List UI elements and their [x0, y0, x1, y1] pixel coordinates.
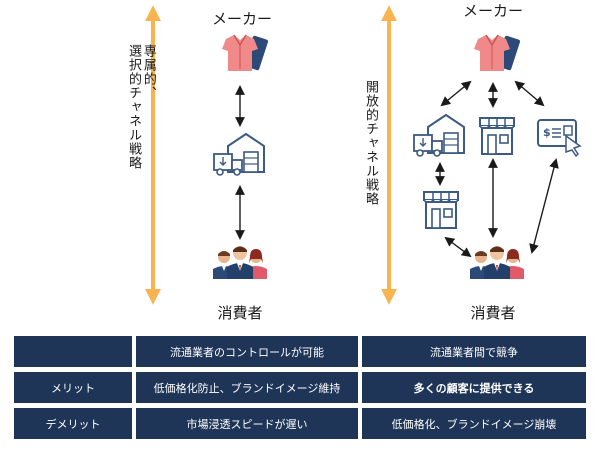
table-row: 流通業者のコントロールが可能 流通業者間で競争 [14, 336, 586, 367]
right-payment-terminal-icon [537, 119, 581, 157]
right-consumer-label: 消費者 [470, 304, 515, 322]
right-strategy-cell: 多くの顧客に提供できる [362, 372, 586, 403]
left-clothing-icon [221, 34, 270, 72]
left-vertical-label: 専属的、 選択的チャネル戦略 [125, 44, 156, 264]
right-maker-warehouse-arrow [440, 80, 472, 107]
right-maker-label: メーカー [463, 2, 523, 20]
left-strategy-cell: 市場浸透スピードが遅い [136, 408, 358, 439]
right-clothing-icon [473, 34, 522, 72]
table-row: デメリット 市場浸透スピードが遅い 低価格化、ブランドイメージ崩壊 [14, 408, 586, 439]
right-lowerstore-consumer-arrow [444, 236, 472, 258]
channel-strategy-diagram: $ メーカー 消費者 [145, 2, 581, 322]
row-header-cell: メリット [14, 372, 132, 403]
left-vertical-label-line1: 専属的、 [140, 44, 156, 100]
right-lower-storefront-icon [423, 191, 459, 229]
right-people-group-icon [470, 246, 524, 279]
left-maker-label: メーカー [212, 10, 272, 28]
left-warehouse-truck-icon [213, 133, 265, 176]
right-vertical-label-text: 開放的チャネル戦略 [362, 80, 378, 206]
right-payment-consumer-arrow [529, 158, 559, 254]
right-vertical-label: 開放的チャネル戦略 [362, 80, 378, 240]
table-row: メリット 低価格化防止、ブランドイメージ維持 多くの顧客に提供できる [14, 372, 586, 403]
right-storefront-icon [479, 117, 515, 155]
left-strategy-cell: 流通業者のコントロールが可能 [136, 336, 358, 367]
right-warehouse-truck-icon [413, 114, 465, 157]
left-vertical-label-line2: 選択的チャネル戦略 [125, 44, 141, 170]
right-strategy-cell: 流通業者間で競争 [362, 336, 586, 367]
row-header-cell: デメリット [14, 408, 132, 439]
left-people-group-icon [213, 246, 267, 279]
left-consumer-label: 消費者 [217, 304, 262, 322]
comparison-table: 流通業者のコントロールが可能 流通業者間で競争 メリット 低価格化防止、ブランド… [14, 336, 586, 444]
left-strategy-cell: 低価格化防止、ブランドイメージ維持 [136, 372, 358, 403]
right-strategy-cell: 低価格化、ブランドイメージ崩壊 [362, 408, 586, 439]
right-maker-payment-arrow [514, 80, 545, 107]
row-header-cell [14, 336, 132, 367]
